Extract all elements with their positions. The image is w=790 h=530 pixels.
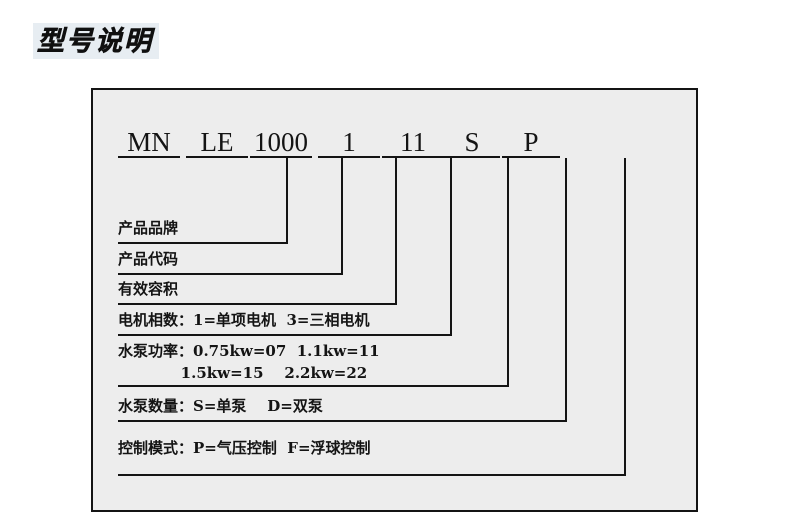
legend-row-label: 控制模式：P=气压控制 F=浮球控制 [118,438,371,457]
code-segment-control-mode: P [502,124,560,158]
code-segment-text: 1 [342,126,356,157]
drop-line-control-mode [624,158,626,476]
drop-line-volume [395,158,397,305]
legend-row-product: 产品代码 [118,244,343,275]
code-segment-power: 11 [382,124,444,158]
code-segment-text: P [523,126,539,157]
legend-row-label: 有效容积 [118,280,179,298]
code-segment-brand: MN [118,124,180,158]
drop-line-pump-count [565,158,567,422]
legend-row-label: 产品品牌 [118,219,179,237]
legend-row-brand: 产品品牌 [118,210,288,244]
code-segment-phase: 1 [318,124,380,158]
legend-row-volume: 有效容积 [118,275,397,305]
code-segment-volume: 1000 [250,124,312,158]
code-segment-text: S [464,126,480,157]
legend-row-label: 水泵功率：0.75kw=07 1.1kw=11 [118,342,380,360]
drop-line-phase [450,158,452,336]
legend-row-label: 电机相数：1=单项电机 3=三相电机 [118,311,370,329]
model-code-row: MN LE 1000 1 11 S P 产品品牌 [93,90,700,514]
drop-line-power [507,158,509,387]
legend-row-power: 水泵功率：0.75kw=07 1.1kw=11 1.5kw=15 2.2kw=2… [118,336,509,387]
page-title: 型号说明 [33,23,159,59]
legend-row-control-mode: 控制模式：P=气压控制 F=浮球控制 [118,422,626,476]
legend-row-label: 产品代码 [118,250,179,268]
legend-row-phase: 电机相数：1=单项电机 3=三相电机 [118,305,452,336]
code-segment-text: MN [127,126,171,157]
page-title-text: 型号说明 [37,25,153,57]
code-segment-product: LE [186,124,248,158]
drop-line-brand [286,158,288,244]
code-segment-text: LE [200,126,234,157]
code-segment-pump-count: S [444,124,500,158]
model-code-diagram: MN LE 1000 1 11 S P 产品品牌 [91,88,698,512]
drop-line-product [341,158,343,275]
code-segment-text: 11 [400,126,426,157]
legend-row-pump-count: 水泵数量：S=单泵 D=双泵 [118,387,567,422]
legend-row-label: 水泵数量：S=单泵 D=双泵 [118,397,323,415]
legend-row-label-2: 1.5kw=15 2.2kw=22 [118,364,368,382]
code-segment-text: 1000 [254,126,308,157]
